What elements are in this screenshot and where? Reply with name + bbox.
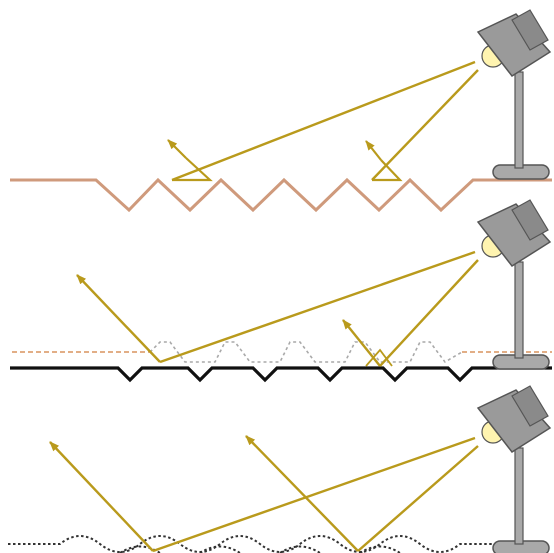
panel-smooth-surface	[8, 385, 552, 553]
incident-ray-5	[152, 436, 476, 553]
reflected-ray-3	[76, 274, 161, 363]
incident-ray-6	[357, 445, 479, 552]
reflected-ray-6	[245, 435, 359, 552]
lower-wave-profile	[119, 545, 401, 553]
scattered-ray-2	[365, 140, 382, 161]
lamp-shade	[476, 203, 552, 267]
desk-lamp-icon	[476, 9, 552, 180]
desk-lamp-icon	[476, 199, 552, 370]
reflected-ray-5	[49, 441, 154, 552]
desk-lamp-icon	[476, 385, 552, 553]
lamp-cap	[511, 385, 549, 427]
incident-ray-4	[379, 259, 479, 367]
scattered-ray-1	[167, 139, 187, 159]
groove-bounce-4	[365, 348, 393, 367]
panel-polished-surface	[10, 199, 552, 383]
smooth-surface-profile	[8, 535, 500, 553]
lamp-shade	[476, 13, 552, 77]
lamp-pole	[514, 447, 524, 545]
lamp-cap	[511, 199, 549, 241]
rough-surface-profile	[10, 177, 552, 213]
incident-ray-3	[159, 250, 476, 364]
polished-surface-profile	[10, 366, 552, 383]
facet-bounce-2	[372, 159, 403, 182]
incident-ray-2	[371, 69, 479, 181]
lamp-pole	[514, 71, 524, 169]
lamp-cap	[511, 9, 549, 51]
original-profile-dotted	[149, 341, 463, 364]
lamp-shade	[476, 389, 552, 453]
lamp-pole	[514, 261, 524, 359]
incident-ray-1	[171, 60, 476, 182]
facet-bounce-1	[172, 157, 213, 182]
panel-rough-surface	[10, 9, 552, 213]
reflected-ray-4	[342, 319, 381, 367]
